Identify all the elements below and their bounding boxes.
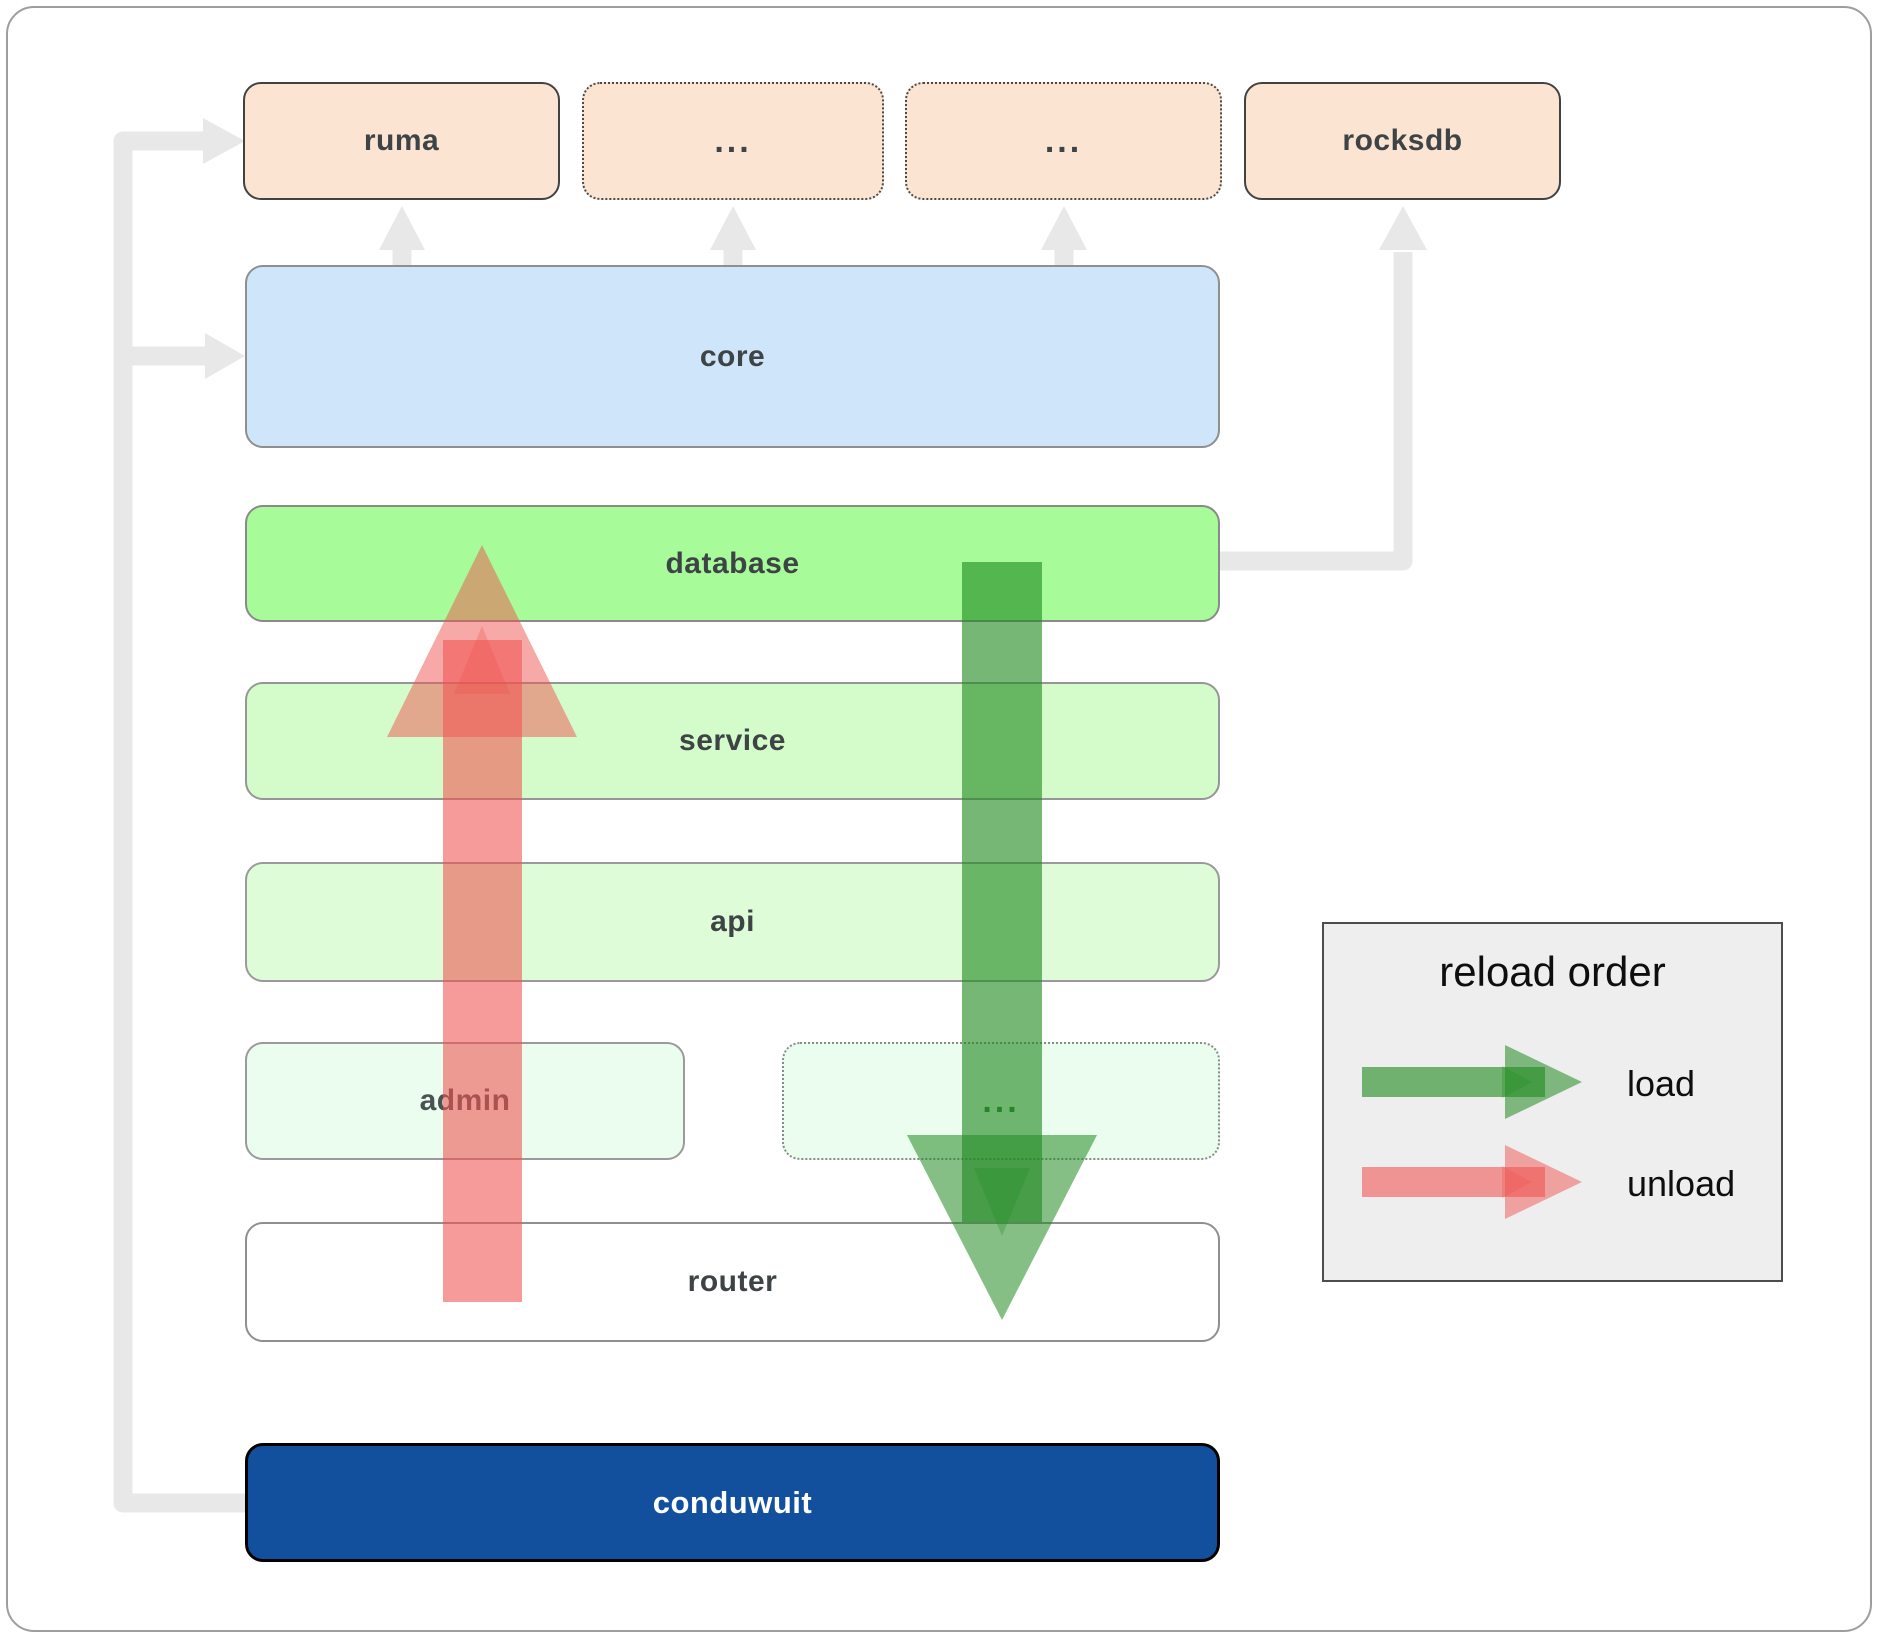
box-ruma-label: ruma: [363, 124, 440, 157]
legend-unload-label: unload: [1627, 1163, 1736, 1204]
box-api: api: [245, 862, 1220, 982]
box-rocksdb: rocksdb: [1244, 82, 1561, 200]
box-admin: admin: [245, 1042, 685, 1160]
box-conduwuit-label: conduwuit: [652, 1484, 813, 1520]
box-ellipsis-2-label: ...: [1044, 121, 1083, 160]
legend-title: reload order: [1439, 948, 1666, 995]
box-ellipsis-1: ...: [582, 82, 884, 200]
box-conduwuit: conduwuit: [245, 1443, 1220, 1562]
box-ellipsis-2: ...: [905, 82, 1222, 200]
box-ellipsis-1-label: ...: [714, 121, 752, 160]
box-admin-label: admin: [419, 1084, 511, 1117]
box-service: service: [245, 682, 1220, 800]
box-database-label: database: [665, 546, 800, 580]
box-rocksdb-label: rocksdb: [1342, 124, 1463, 157]
box-database: database: [245, 505, 1220, 622]
box-core: core: [245, 265, 1220, 448]
box-core-label: core: [699, 339, 766, 373]
box-api-label: api: [710, 905, 755, 938]
legend: reload order load unload: [1322, 922, 1783, 1282]
box-router: router: [245, 1222, 1220, 1342]
box-ruma: ruma: [243, 82, 560, 200]
outer-border: [6, 6, 1872, 1632]
legend-load-label: load: [1627, 1063, 1696, 1104]
box-service-label: service: [679, 724, 786, 757]
box-router-label: router: [687, 1265, 778, 1298]
box-admin-ellipsis: ...: [782, 1042, 1220, 1160]
box-admin-ellipsis-label: ...: [982, 1081, 1020, 1120]
